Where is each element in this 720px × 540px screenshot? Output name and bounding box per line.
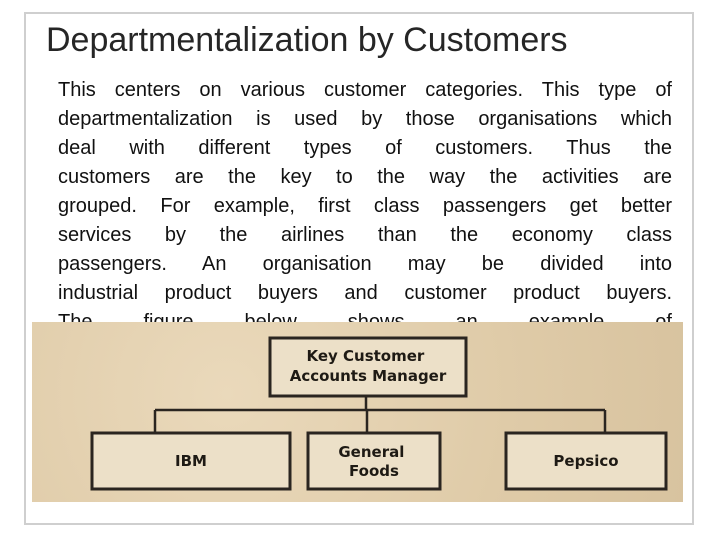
general-foods-label-line-2: Foods bbox=[349, 462, 399, 480]
org-chart-svg: Key Customer Accounts Manager IBM Genera… bbox=[90, 336, 668, 491]
body-line-8: industrial product buyers and customer p… bbox=[58, 282, 672, 304]
pepsico-label: Pepsico bbox=[553, 452, 618, 470]
org-chart-figure: Key Customer Accounts Manager IBM Genera… bbox=[32, 322, 683, 502]
svg-text:Key Customer Accounts: Key Customer Accounts Manager bbox=[290, 347, 447, 385]
body-line-5: grouped. For example, first class passen… bbox=[58, 195, 672, 217]
pepsico-box bbox=[504, 431, 668, 491]
svg-text:Pepsico: Pepsico bbox=[553, 452, 618, 470]
ibm-box bbox=[90, 431, 292, 491]
svg-text:IBM: IBM bbox=[175, 452, 207, 470]
svg-text:General Foods: General Foods bbox=[338, 443, 409, 480]
slide-title: Departmentalization by Customers bbox=[46, 21, 568, 59]
general-foods-box bbox=[306, 431, 442, 491]
body-line-4: customers are the key to the way the act… bbox=[58, 166, 672, 188]
body-line-2: departmentalization is used by those org… bbox=[58, 108, 672, 130]
ibm-label: IBM bbox=[175, 452, 207, 470]
root-box bbox=[268, 336, 468, 398]
body-paragraph: This centers on various customer categor… bbox=[58, 76, 672, 326]
body-line-6: services by the airlines than the econom… bbox=[58, 224, 672, 246]
root-label-line-1: Key Customer bbox=[306, 347, 424, 365]
general-foods-label-line-1: General bbox=[338, 443, 404, 461]
body-line-7: passengers. An organisation may be divid… bbox=[58, 253, 672, 275]
root-label-line-2: Accounts Manager bbox=[290, 367, 447, 385]
body-line-1: This centers on various customer categor… bbox=[58, 79, 672, 101]
body-line-3: deal with different types of customers. … bbox=[58, 137, 672, 159]
